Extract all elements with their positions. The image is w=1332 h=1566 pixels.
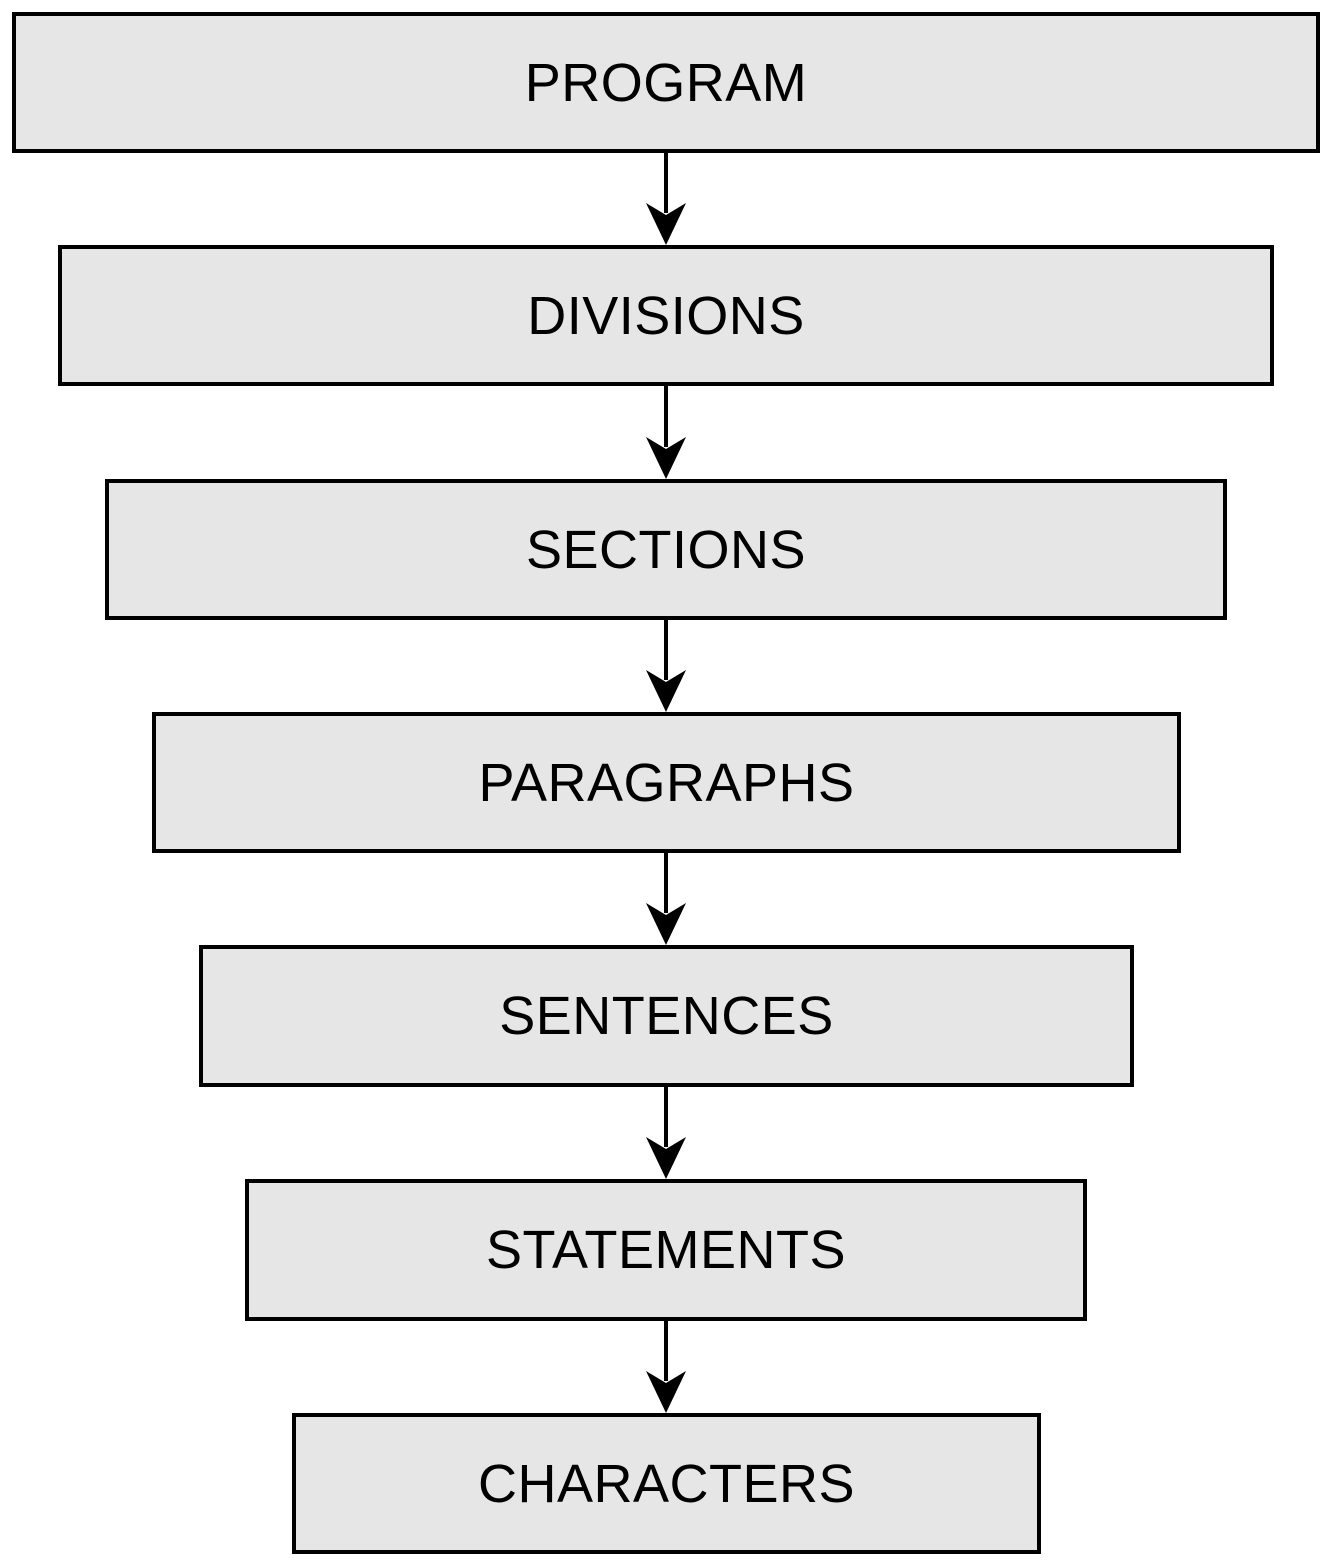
level-box-divisions: DIVISIONS [58, 245, 1274, 386]
level-label-paragraphs: PARAGRAPHS [478, 752, 855, 813]
level-label-characters: CHARACTERS [477, 1453, 856, 1514]
arrow-divisions-to-sections [646, 386, 686, 479]
arrow-sentences-to-statements [646, 1087, 686, 1179]
level-label-divisions: DIVISIONS [527, 285, 805, 346]
arrow-program-to-divisions [646, 153, 686, 245]
level-box-program: PROGRAM [12, 12, 1320, 153]
level-label-sections: SECTIONS [525, 519, 807, 580]
level-box-sections: SECTIONS [105, 479, 1227, 620]
level-box-paragraphs: PARAGRAPHS [152, 712, 1181, 853]
arrow-statements-to-characters [646, 1321, 686, 1413]
level-label-statements: STATEMENTS [485, 1220, 846, 1280]
level-box-sentences: SENTENCES [199, 945, 1134, 1087]
level-label-sentences: SENTENCES [499, 986, 834, 1046]
level-label-program: PROGRAM [524, 52, 808, 113]
arrow-paragraphs-to-sentences [646, 853, 686, 945]
arrow-sections-to-paragraphs [646, 620, 686, 712]
level-box-characters: CHARACTERS [292, 1413, 1041, 1554]
level-box-statements: STATEMENTS [245, 1179, 1087, 1321]
